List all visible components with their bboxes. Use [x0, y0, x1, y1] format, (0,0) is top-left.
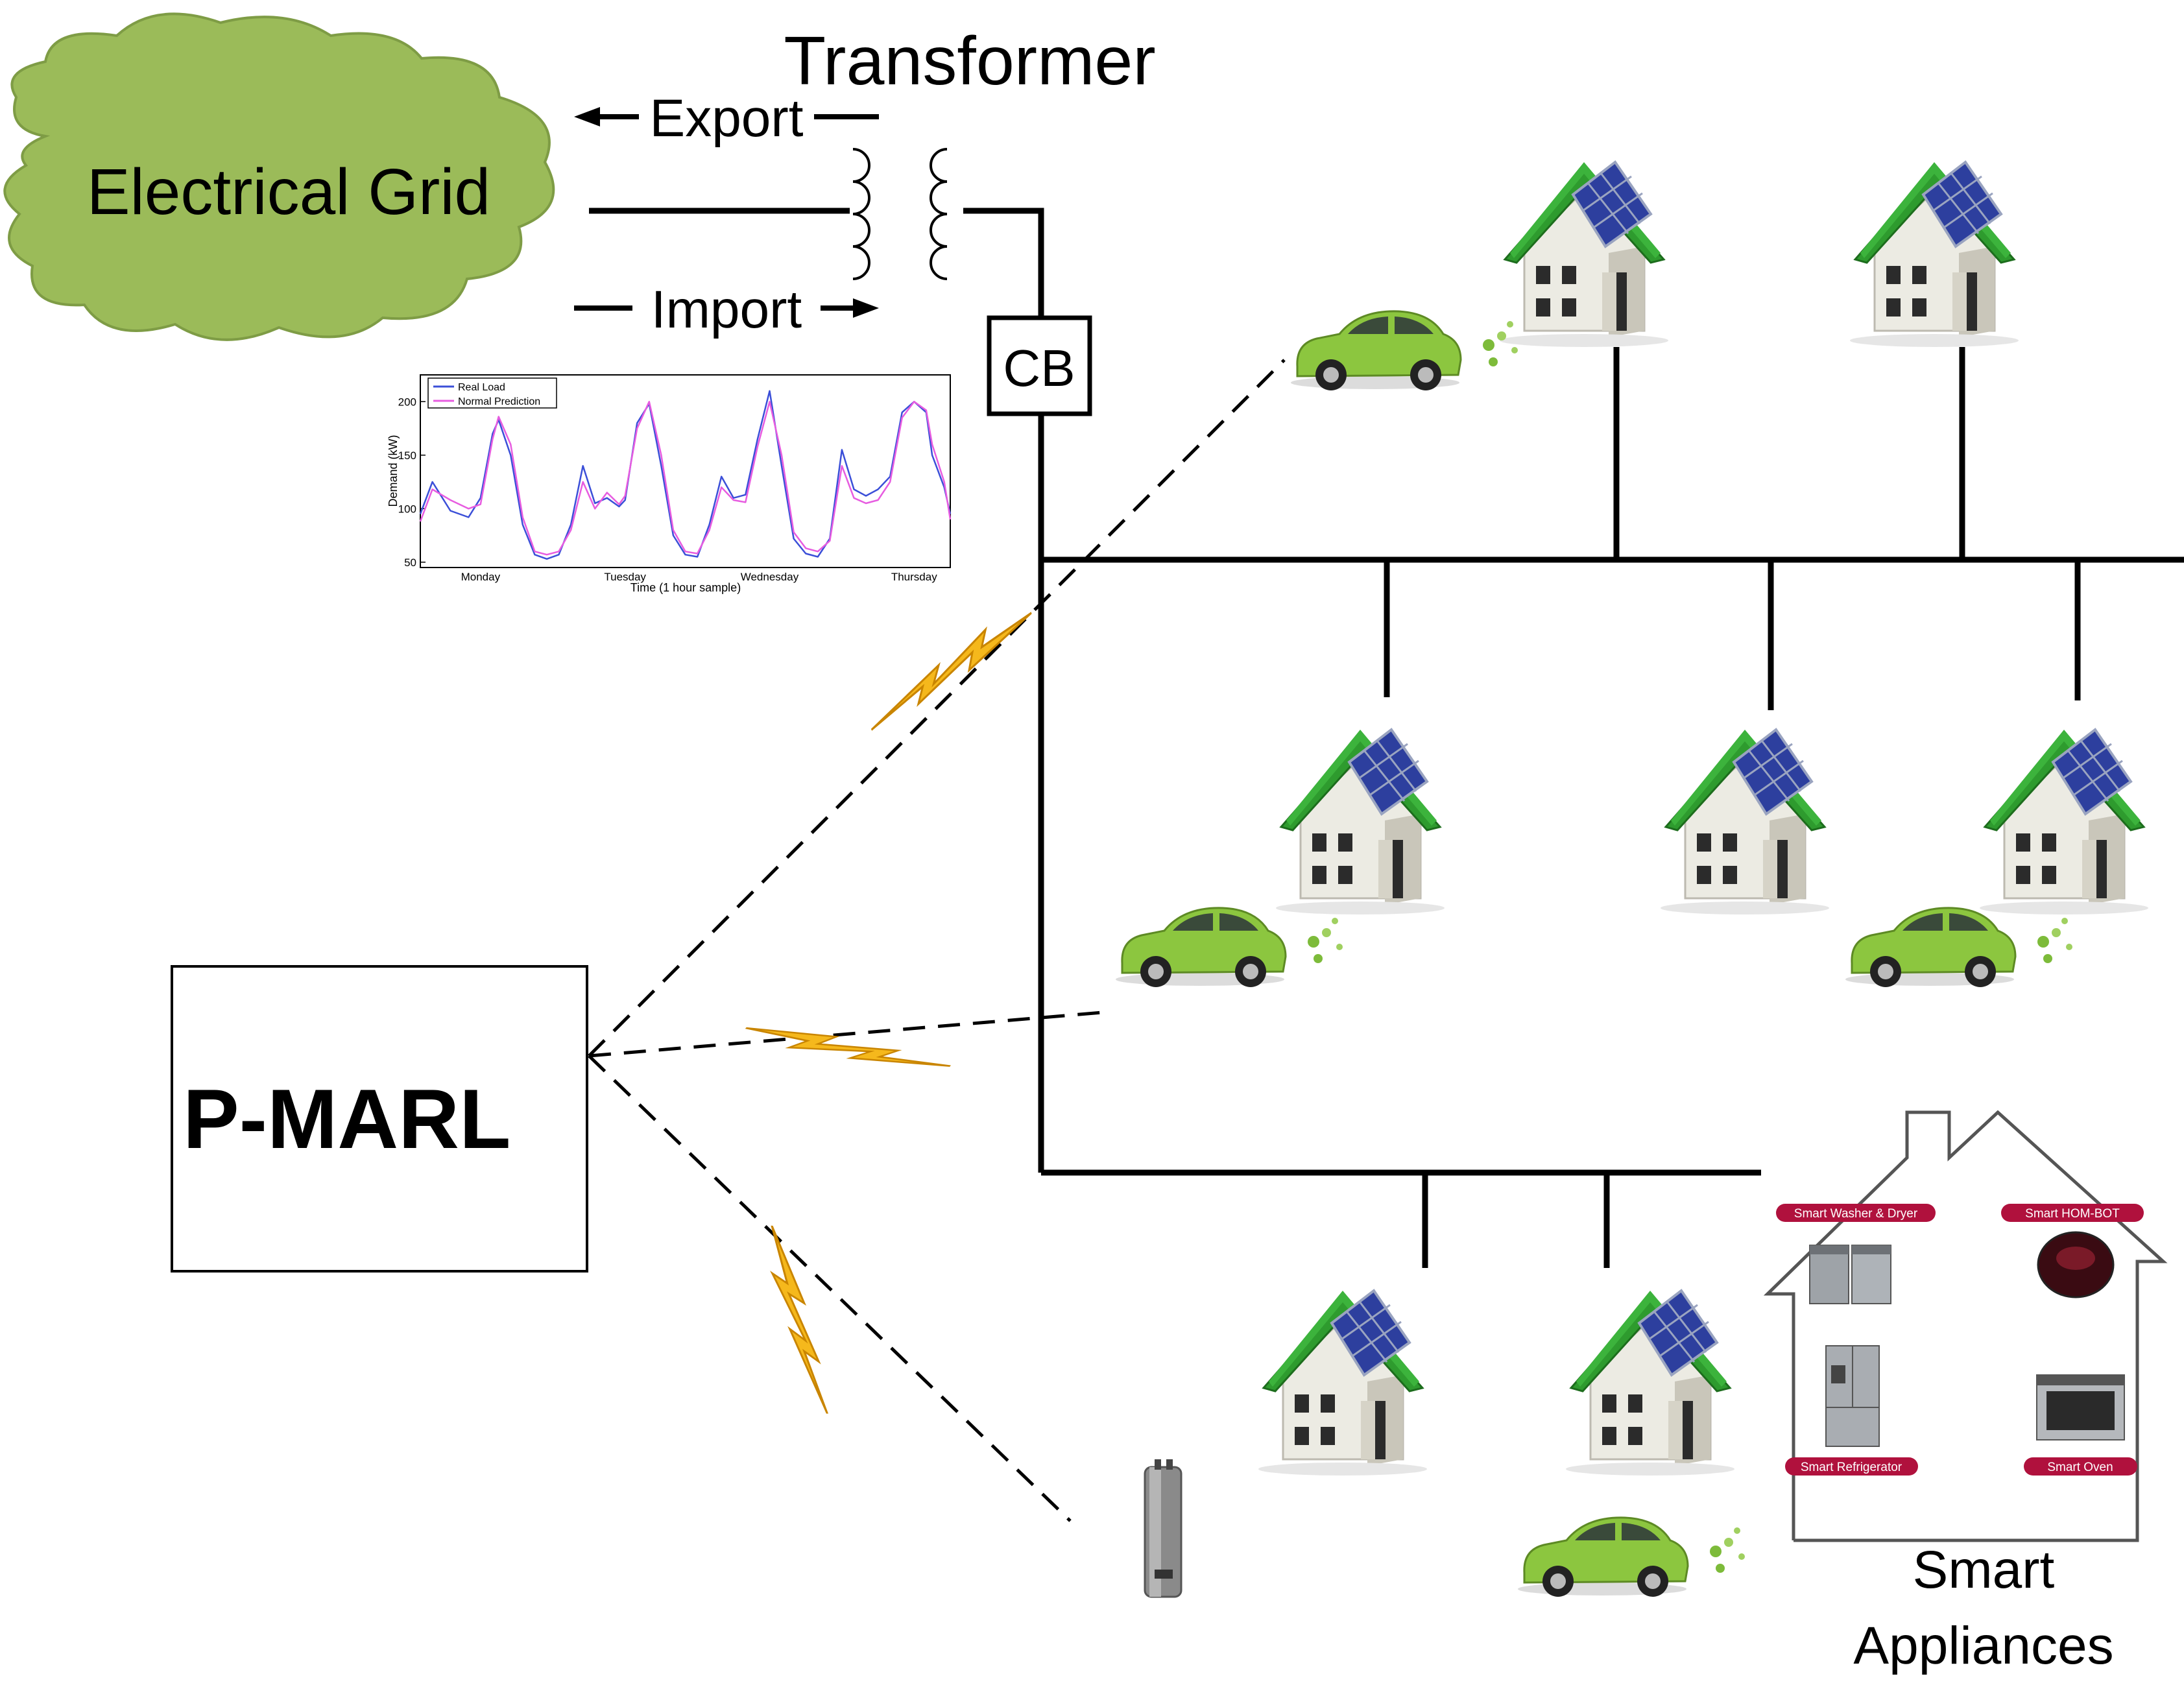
lightning-bolt-icon [706, 1225, 893, 1415]
legend-label-normal-prediction: Normal Prediction [458, 396, 540, 407]
house-icon [1978, 728, 2150, 916]
x-tick-label: Thursday [891, 571, 937, 583]
wireless-links [588, 359, 1286, 1522]
x-tick-label: Monday [461, 571, 501, 583]
electric-car-icon [1518, 1518, 1745, 1597]
appliances-title-line1: Smart [1913, 1540, 2055, 1599]
p-marl-controller: P-MARL [171, 965, 588, 1273]
legend-label-real-load: Real Load [458, 382, 505, 393]
appliance-label-hombot: Smart HOM-BOT [2025, 1207, 2120, 1221]
controller-label: P-MARL [183, 1071, 510, 1166]
house-icon [1275, 728, 1446, 916]
grid-label: Electrical Grid [87, 156, 490, 228]
transformer-coil-icon [852, 148, 948, 280]
house-icon [1565, 1289, 1736, 1477]
electric-car-icon [1291, 311, 1518, 390]
chart-y-label: Demand (kW) [387, 435, 400, 507]
series-line-real-load [419, 390, 952, 560]
chart-series [419, 390, 952, 560]
house-icon [1257, 1289, 1428, 1477]
x-tick-label: Tuesday [604, 571, 646, 583]
robot-vacuum-icon [2037, 1231, 2115, 1298]
transformer-label: Transformer [784, 23, 1155, 99]
chart-legend: Real Load Normal Prediction [427, 377, 557, 409]
series-line-normal-prediction [419, 401, 952, 556]
export-arrow: Export [574, 89, 879, 148]
x-tick-label: Wednesday [741, 571, 799, 583]
breaker-label: CB [1003, 339, 1075, 397]
chart-y-ticks: 50 100 150 200 [398, 396, 426, 569]
lightning-bolt-icon [870, 571, 1033, 772]
circuit-breaker: CB [987, 315, 1092, 416]
load-chart: 50 100 150 200 Monday Tuesday Wednesday Thursd… [387, 374, 952, 594]
import-arrow: Import [574, 280, 879, 339]
electric-car-icon [1845, 908, 2072, 987]
import-label: Import [651, 280, 802, 339]
house-icon [1659, 728, 1830, 916]
chart-x-label: Time (1 hour sample) [630, 581, 741, 594]
y-tick-label: 200 [398, 396, 416, 408]
distribution-bus [1038, 347, 2184, 1268]
appliance-label-oven: Smart Oven [2047, 1461, 2113, 1474]
chart-x-ticks: Monday Tuesday Wednesday Thursday [461, 571, 938, 583]
y-tick-label: 100 [398, 503, 416, 515]
refrigerator-icon [1825, 1345, 1880, 1447]
house-icon [1849, 161, 2020, 348]
electric-car-icon [1116, 908, 1343, 987]
water-heater-icon [1144, 1459, 1182, 1598]
export-label: Export [650, 89, 804, 148]
y-tick-label: 50 [404, 556, 416, 569]
appliance-label-washer: Smart Washer & Dryer [1794, 1207, 1918, 1221]
washer-dryer-icon [1809, 1245, 1891, 1304]
lightning-bolt-icon [746, 994, 950, 1100]
oven-icon [2036, 1374, 2125, 1440]
electrical-grid-cloud: Electrical Grid [3, 12, 555, 341]
transformer-output-line [963, 208, 1044, 318]
house-icon [1498, 161, 1670, 348]
smart-appliances-house: Smart Washer & Dryer Smart HOM-BOT Smart… [1763, 1110, 2168, 1542]
y-tick-label: 150 [398, 449, 416, 462]
appliances-title-line2: Appliances [1853, 1616, 2113, 1675]
appliance-label-refrigerator: Smart Refrigerator [1801, 1461, 1902, 1474]
